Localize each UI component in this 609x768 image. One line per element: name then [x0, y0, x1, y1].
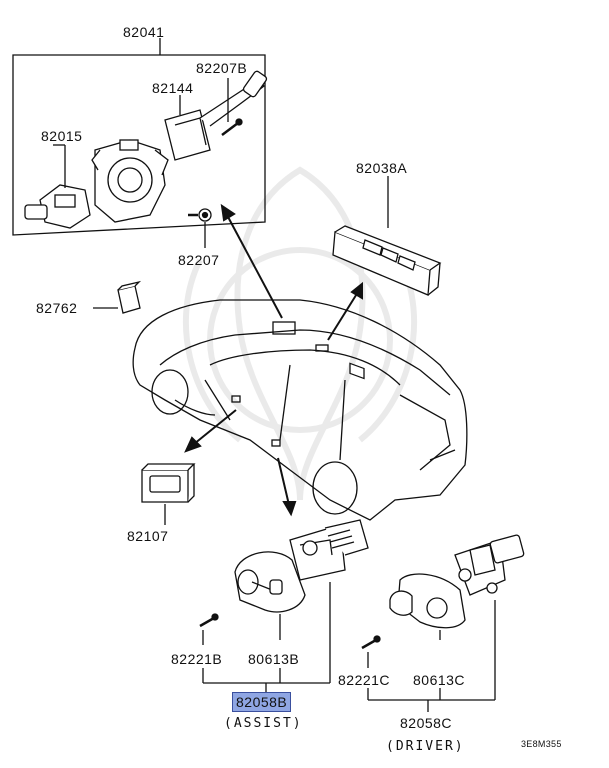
watermark — [182, 166, 418, 501]
note-assist: (ASSIST) — [224, 716, 303, 731]
part-label-82058C[interactable]: 82058C — [400, 715, 453, 731]
wiper-switch — [164, 70, 268, 161]
part-label-82144[interactable]: 82144 — [152, 80, 194, 96]
part-label-82041[interactable]: 82041 — [123, 24, 165, 40]
screw-82221C — [361, 635, 381, 668]
note-driver: (DRIVER) — [386, 739, 465, 754]
combination-switch-group — [12, 38, 268, 236]
part-label-82038A[interactable]: 82038A — [356, 160, 408, 176]
lighting-switch — [24, 145, 91, 229]
part-label-80613C[interactable]: 80613C — [413, 672, 466, 688]
assist-door-switch — [234, 519, 369, 683]
part-label-82015[interactable]: 82015 — [41, 128, 83, 144]
callout-arrows — [184, 203, 363, 517]
driver-bracket — [367, 688, 495, 712]
part-label-80613B[interactable]: 80613B — [248, 651, 300, 667]
part-label-82107[interactable]: 82107 — [127, 528, 169, 544]
screw-82207 — [188, 208, 212, 248]
part-label-82058B[interactable]: 82058B — [232, 692, 292, 712]
sub-window-switch — [141, 463, 196, 525]
relay-82762 — [93, 280, 142, 314]
main-window-switch — [332, 176, 442, 380]
group-frame — [12, 54, 266, 236]
screw-82221B — [199, 613, 219, 645]
assist-bracket — [202, 668, 330, 692]
part-label-82762[interactable]: 82762 — [36, 300, 78, 316]
driver-door-switch — [389, 534, 525, 700]
clock-spring — [91, 139, 169, 223]
part-label-82221B[interactable]: 82221B — [171, 651, 223, 667]
part-label-82207[interactable]: 82207 — [178, 252, 220, 268]
part-label-82207B[interactable]: 82207B — [196, 60, 248, 76]
vehicle-outline — [132, 299, 468, 521]
diagram-code: 3E8M355 — [521, 739, 562, 749]
screw-82207B — [221, 118, 243, 136]
part-label-82221C[interactable]: 82221C — [338, 672, 391, 688]
